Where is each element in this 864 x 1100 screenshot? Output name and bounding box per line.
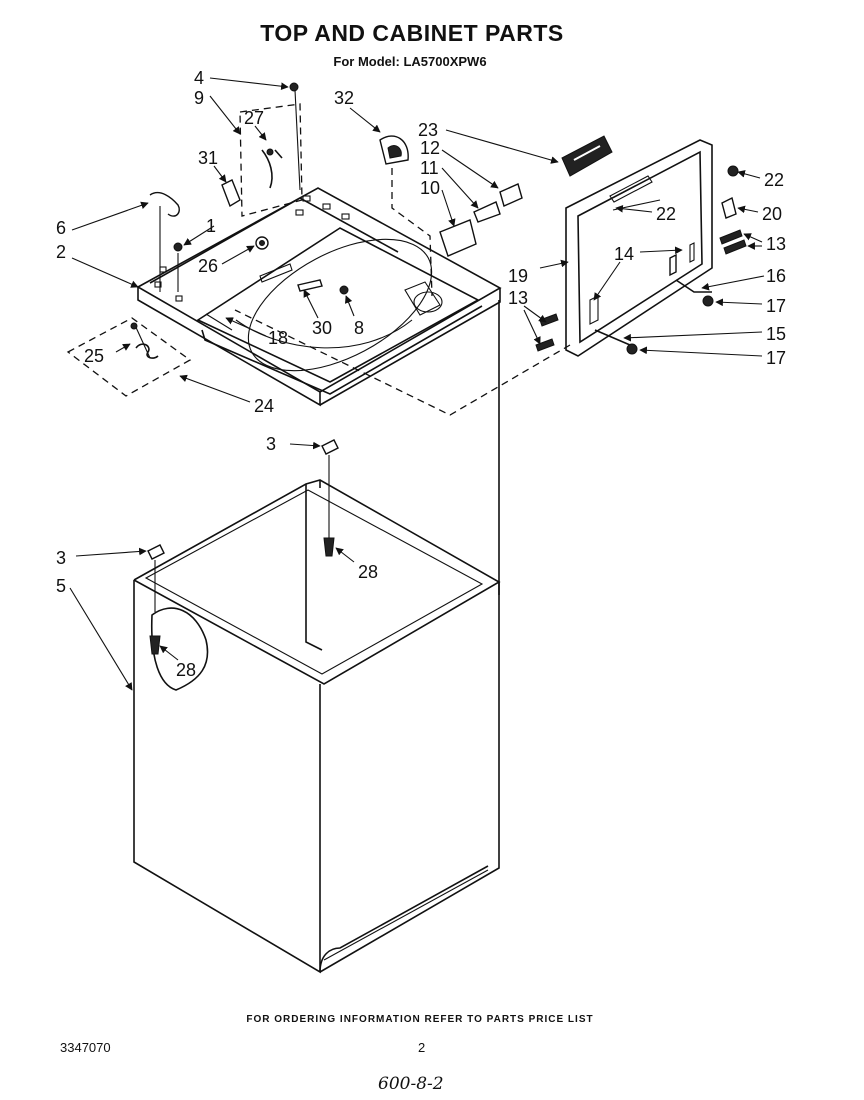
callout-24: 24: [254, 396, 274, 416]
callout-26: 26: [198, 256, 218, 276]
callout-30: 30: [312, 318, 332, 338]
callout-10: 10: [420, 178, 440, 198]
part-4-screw: [289, 82, 299, 92]
callout-16: 16: [766, 266, 786, 286]
callout-9: 9: [194, 88, 204, 108]
callout-20: 20: [762, 204, 782, 224]
callout-27: 27: [244, 108, 264, 128]
callout-6: 6: [56, 218, 66, 238]
handwritten-note: 600-8-2: [378, 1074, 444, 1094]
page-number: 2: [418, 1040, 426, 1055]
callout-8: 8: [354, 318, 364, 338]
callout-15: 15: [766, 324, 786, 344]
callout-2: 2: [56, 242, 66, 262]
callout-28b: 28: [176, 660, 196, 680]
callout-31: 31: [198, 148, 218, 168]
callout-22b: 22: [656, 204, 676, 224]
callout-22a: 22: [764, 170, 784, 190]
callout-18: 18: [268, 328, 288, 348]
ordering-info-note: FOR ORDERING INFORMATION REFER TO PARTS …: [246, 1014, 594, 1025]
callout-1: 1: [206, 216, 216, 236]
lid: [565, 139, 713, 357]
callout-25: 25: [84, 346, 104, 366]
callout-28a: 28: [358, 562, 378, 582]
cabinet: [133, 455, 501, 974]
callout-23: 23: [418, 120, 438, 140]
leader-lines: [69, 77, 765, 691]
callout-13b: 13: [508, 288, 528, 308]
callout-4: 4: [194, 68, 204, 88]
page-title: TOP AND CABINET PARTS: [260, 20, 564, 46]
document-number: 3347070: [60, 1040, 111, 1055]
callout-labels: 4 9 27 31 32 23 12 11 10 6 1 2 26 30 8 1…: [56, 68, 786, 680]
callout-3a: 3: [266, 434, 276, 454]
model-subtitle: For Model: LA5700XPW6: [333, 54, 487, 69]
callout-13a: 13: [766, 234, 786, 254]
top-panel: [136, 187, 502, 407]
callout-3b: 3: [56, 548, 66, 568]
callout-14: 14: [614, 244, 634, 264]
callout-5: 5: [56, 576, 66, 596]
callout-12: 12: [420, 138, 440, 158]
callout-17a: 17: [766, 296, 786, 316]
callout-19: 19: [508, 266, 528, 286]
callout-32: 32: [334, 88, 354, 108]
callout-17b: 17: [766, 348, 786, 368]
callout-11: 11: [420, 158, 439, 178]
